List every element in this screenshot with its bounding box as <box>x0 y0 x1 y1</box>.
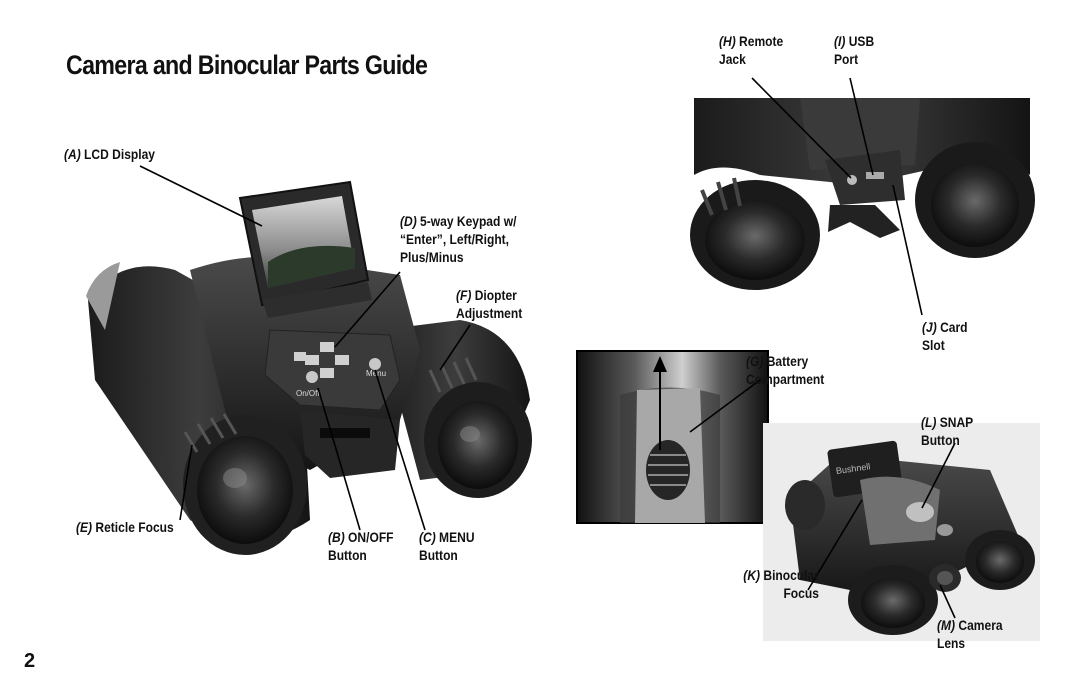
page-number: 2 <box>24 650 36 672</box>
label-diopter-adjustment: (F) Diopter Adjustment <box>456 287 523 321</box>
label-battery-compartment: (G) Battery Compartment <box>746 353 825 387</box>
label-lcd-display: (A) LCD Display <box>64 146 155 162</box>
label-usb-port: (I) USB Port <box>834 33 875 67</box>
main-binocular-image: On/Off Menu <box>86 180 532 555</box>
label-keypad: (D) 5-way Keypad w/ “Enter”, Left/Right,… <box>400 213 517 265</box>
top-binocular-image <box>690 98 1038 290</box>
onoff-printed-text: On/Off <box>296 389 320 398</box>
label-camera-lens: (M) Camera Lens <box>937 617 1003 651</box>
page-title: Camera and Binocular Parts Guide <box>66 50 428 80</box>
brand-printed-text: Bushnell <box>835 461 871 476</box>
label-remote-jack: (H) Remote Jack <box>719 33 784 67</box>
label-reticle-focus: (E) Reticle Focus <box>76 519 174 535</box>
label-card-slot: (J) Card Slot <box>922 319 968 353</box>
label-binocular-focus: (K) Binocular Focus <box>743 567 819 601</box>
label-snap-button: (L) SNAP Button <box>921 414 974 448</box>
label-menu-button: (C) MENU Button <box>419 529 475 563</box>
label-onoff-button: (B) ON/OFF Button <box>328 529 394 563</box>
battery-compartment-image <box>576 350 769 524</box>
leader-lines <box>139 77 956 619</box>
bottom-binocular-image: Bushnell <box>763 423 1040 641</box>
